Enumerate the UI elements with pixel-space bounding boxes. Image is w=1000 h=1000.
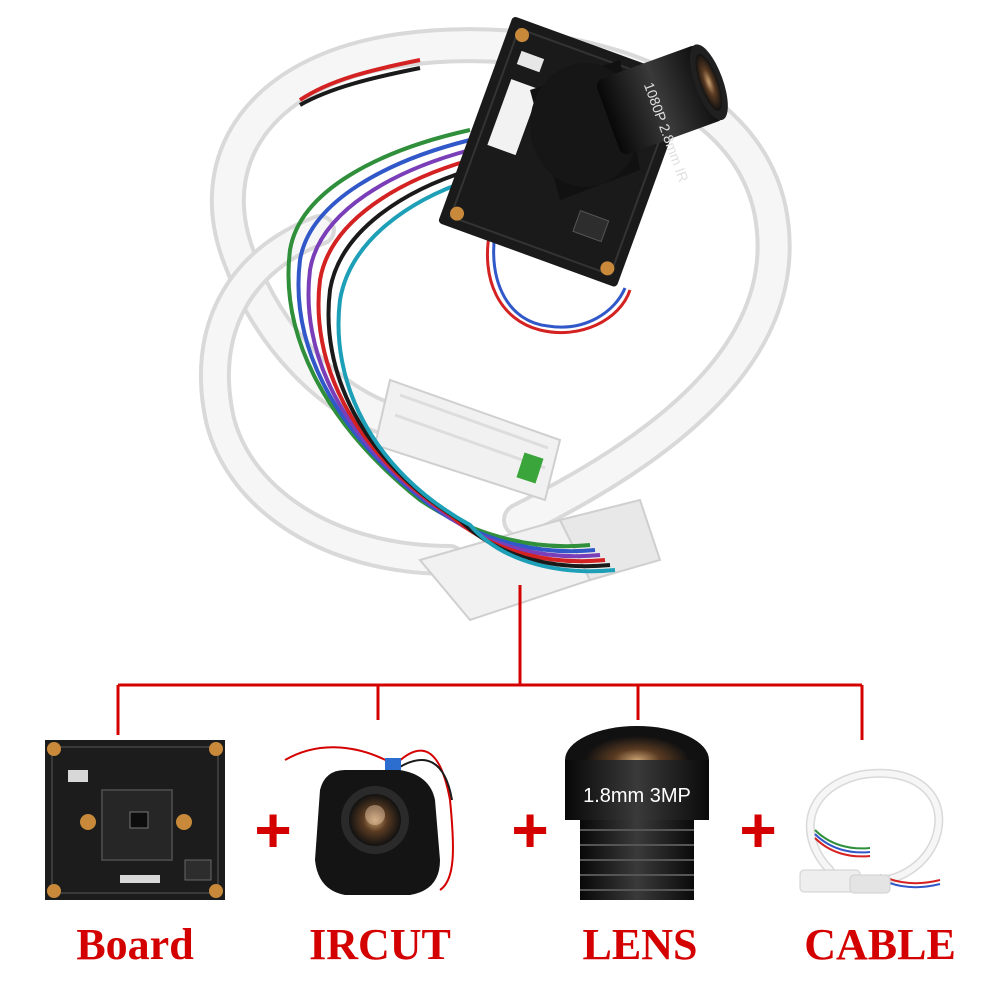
- cable-icon: [799, 768, 944, 894]
- label-ircut: IRCUT: [309, 920, 451, 969]
- label-lens: LENS: [582, 920, 698, 969]
- label-board: Board: [76, 920, 194, 969]
- plus-sign-2: +: [511, 794, 549, 866]
- plus-sign-1: +: [254, 794, 292, 866]
- rj45-connector: [373, 378, 562, 502]
- mounted-lens: 1080P 2.8mm IR: [530, 44, 728, 200]
- ircut-filter-icon: [284, 746, 454, 895]
- lens-marking: 1.8mm 3MP: [583, 785, 691, 807]
- white-cable: [198, 27, 792, 576]
- label-cable: CABLE: [804, 920, 956, 969]
- colored-wires: [286, 58, 616, 574]
- plus-sign-3: +: [739, 794, 777, 866]
- pcb-board-icon: [45, 740, 225, 900]
- connector-lines: [116, 585, 864, 740]
- main-camera-module: 1080P 2.8mm IR: [198, 16, 792, 622]
- camera-lens-icon: 1.8mm 3MP: [565, 726, 709, 900]
